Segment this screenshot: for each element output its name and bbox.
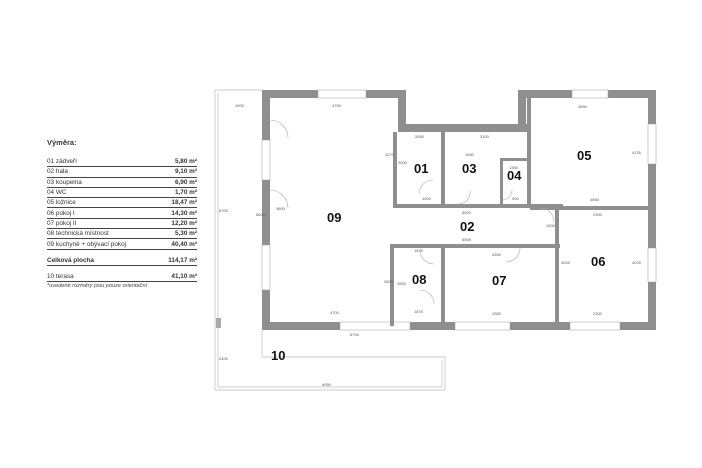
dim-label: 1600 [546,223,556,228]
dim-label: 900 [512,196,519,201]
dim-label: 2000 [398,160,408,165]
dim-label: 9050 [322,382,332,387]
dim-label: 2300 [593,212,603,217]
room-area: 5,80 m² [174,158,197,166]
dim-label: 4350 [492,311,502,316]
room-label-03: 03 [462,161,476,176]
area-legend: Výměra: 01 zádveří 5,80 m² 02 hala 9,10 m²… [47,138,197,289]
room-label: 04 WC [47,189,67,197]
room-label: 01 zádveří [47,158,77,166]
dim-label: 4700 [332,103,342,108]
room-area: 12,20 m² [171,219,197,227]
inner-walls [390,98,648,326]
legend-row: 04 WC 1,70 m² [47,188,197,199]
room-labels: 01 03 04 05 02 06 07 08 09 10 [271,148,605,363]
legend-row: 05 ložnice 18,47 m² [47,198,197,209]
room-label-07: 07 [492,273,506,288]
room-label: 06 pokoj I [47,209,75,217]
terrace-area: 41,10 m² [171,273,197,281]
window-openings [261,89,657,331]
room-label-04: 04 [507,168,522,183]
legend-terrace-row: 10 terasa 41,10 m² [47,272,197,283]
dim-label: 4850 [578,104,588,109]
room-area: 14,30 m² [171,209,197,217]
dim-label: 4850 [590,197,600,202]
terrace-outline [214,89,446,391]
legend-note: *uvedené rozměry jsou pouze orientační [47,283,148,290]
legend-row: 09 kuchyně + obývací pokoj 40,40 m² [47,239,197,250]
dim-label: 4350 [492,252,502,257]
room-label: 07 pokoj II [47,219,77,227]
total-area: 114,17 m² [168,256,197,264]
dim-label: 2300 [593,311,603,316]
room-label-10: 10 [271,348,285,363]
legend-row: 01 zádveří 5,80 m² [47,157,197,168]
room-area: 9,10 m² [174,168,197,176]
dim-label: 1900 [235,103,245,108]
legend-row: 07 pokoj II 12,20 m² [47,219,197,230]
dim-label: 1350 [509,165,519,170]
room-label-06: 06 [591,254,605,269]
dim-label: 4025 [561,260,571,265]
dim-label: 4270 [385,152,395,157]
terrace-label: 10 terasa [47,273,74,281]
room-area: 6,90 m² [174,178,197,186]
room-label-01: 01 [414,161,428,176]
dim-label: 4135 [632,150,642,155]
room-label: 09 kuchyně + obývací pokoj [47,240,127,248]
room-area: 1,70 m² [174,189,197,197]
dim-label: 1875 [414,248,424,253]
dim-label: 1875 [414,309,424,314]
legend-row: 02 hala 9,10 m² [47,167,197,178]
legend-total-row: Celková plocha 114,17 m² [47,256,197,266]
room-area: 40,40 m² [171,240,197,248]
dim-label: 2400 [219,356,229,361]
dim-label: 1950 [465,152,475,157]
dimension-labels: 1900 4700 4700 6700 9050 2650 3100 1950 … [219,103,642,387]
door-swings [269,119,555,305]
dim-label: 6505 [462,237,472,242]
dim-label: 2650 [415,134,425,139]
dim-label: 3100 [480,134,490,139]
dim-label: 6700 [350,332,360,337]
dim-label: 6500 [462,210,472,215]
room-label: 08 technická místnost [47,230,109,238]
dim-label: 1000 [422,196,432,201]
room-area: 18,47 m² [171,199,197,207]
room-label-05: 05 [577,148,591,163]
room-label-02: 02 [460,219,474,234]
dim-label: 4025 [632,260,642,265]
room-label-08: 08 [412,272,426,287]
dim-label: 4700 [330,310,340,315]
terrace-post [216,318,221,328]
room-label: 03 koupelna [47,178,82,186]
dim-label: 2600 [397,281,407,286]
legend-row: 06 pokoj I 14,30 m² [47,208,197,219]
dim-label: 6600 [256,212,266,217]
room-label: 02 hala [47,168,68,176]
room-area: 5,30 m² [174,230,197,238]
room-label: 05 ložnice [47,199,76,207]
legend-row: 03 koupelna 6,90 m² [47,178,197,188]
dim-label: 8700 [219,208,229,213]
legend-title: Výměra: [47,138,77,147]
total-label: Celková plocha [47,256,94,264]
dim-label: 2500 [384,279,394,284]
dim-label: 3600 [276,206,286,211]
legend-row: 08 technická místnost 5,30 m² [47,229,197,240]
room-label-09: 09 [327,210,341,225]
